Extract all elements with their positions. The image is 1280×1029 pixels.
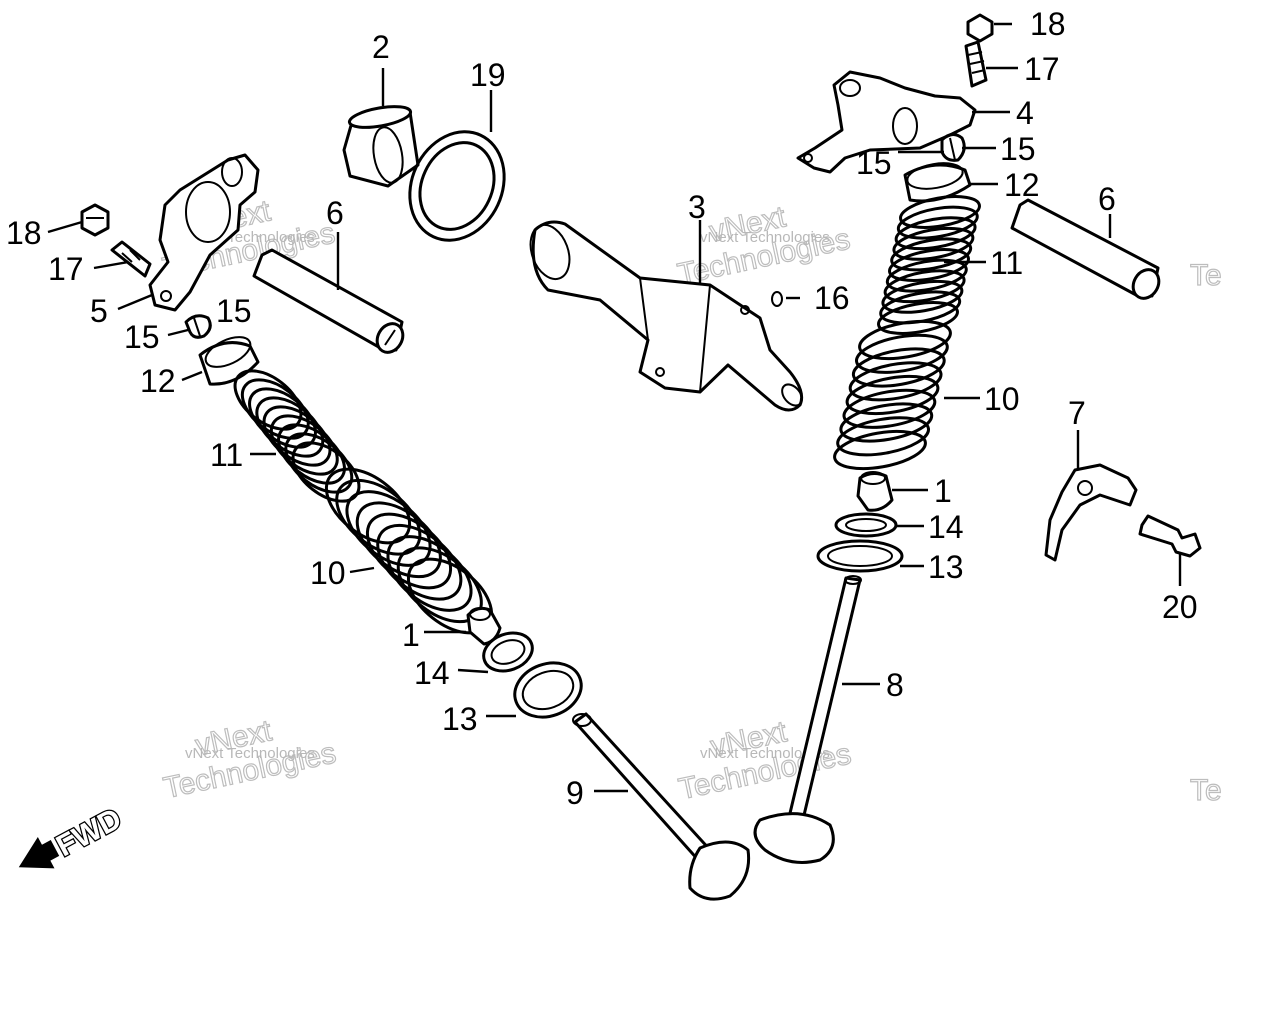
spring-coil <box>899 195 981 229</box>
spring-coil <box>836 416 930 457</box>
spring-coil <box>881 279 964 314</box>
callout-14: 14 <box>928 509 964 545</box>
spring-coil <box>833 429 927 471</box>
callout-7: 7 <box>1068 395 1086 431</box>
part-12-retainer-left <box>198 336 260 386</box>
callout-10: 10 <box>310 555 346 591</box>
spring-coil <box>894 216 977 251</box>
part-12-retainer-right <box>903 162 972 203</box>
watermark-text: vNext Technologies <box>185 745 315 762</box>
part-2-bushing <box>342 105 420 188</box>
part-18-nut-left <box>80 203 110 237</box>
callout-17: 17 <box>48 251 84 287</box>
spring-coil <box>883 269 966 304</box>
part-19-o-ring <box>408 130 506 242</box>
callout-11: 11 <box>210 437 243 473</box>
spring-coil <box>896 205 979 240</box>
fwd-label: FWD <box>51 802 127 863</box>
callout-20: 20 <box>1162 589 1198 625</box>
callout-18: 18 <box>6 215 42 251</box>
watermark-edge: Te <box>1190 774 1222 807</box>
callout-14: 14 <box>414 655 450 691</box>
part-1-stem-seal-left <box>466 606 502 646</box>
part-7-plate <box>1044 463 1138 562</box>
watermark-edge: Te <box>1190 259 1222 292</box>
callout-10: 10 <box>984 381 1020 417</box>
watermark-text: vNext Technologies <box>700 229 830 246</box>
part-14-washer-right <box>834 512 898 538</box>
part-11-inner-spring-right <box>877 195 981 335</box>
spring-coil <box>888 248 970 282</box>
part-13-seat-right <box>816 539 904 573</box>
part-6-rocker-shaft-left <box>252 248 405 354</box>
spring-coil <box>845 374 940 416</box>
callout-1: 1 <box>934 473 952 509</box>
callout-18: 18 <box>1030 6 1066 42</box>
callout-11: 11 <box>990 245 1023 281</box>
callout-15: 15 <box>1000 131 1036 167</box>
callout-3: 3 <box>688 189 706 225</box>
part-14-washer-left <box>482 631 534 673</box>
callout-1: 1 <box>402 617 420 653</box>
callout-6: 6 <box>1098 181 1116 217</box>
callout-8: 8 <box>886 667 904 703</box>
spring-coil <box>877 301 959 335</box>
callout-4: 4 <box>1016 95 1034 131</box>
spring-coil <box>851 347 946 388</box>
part-5-rocker-arm <box>148 153 260 312</box>
spring-coil <box>839 402 934 443</box>
part-4-rocker-arm <box>796 70 977 174</box>
spring-coil <box>892 226 975 261</box>
callout-13: 13 <box>928 549 964 585</box>
callout-13: 13 <box>442 701 478 737</box>
callout-6: 6 <box>326 195 344 231</box>
callout-12: 12 <box>140 363 176 399</box>
part-18-nut-right <box>966 13 994 43</box>
callout-12: 12 <box>1004 167 1040 203</box>
callout-19: 19 <box>470 57 506 93</box>
part-1-stem-seal-right <box>856 471 894 512</box>
part-20-bolt <box>1138 514 1202 558</box>
watermark-text: vNext Technologies <box>700 745 830 762</box>
part-10-outer-spring-right <box>833 319 952 471</box>
callout-5: 5 <box>90 293 108 329</box>
spring-coil <box>885 258 968 293</box>
spring-coil <box>890 237 973 272</box>
part-17-adjust-screw-left <box>110 240 152 278</box>
part-6-rocker-shaft-right <box>1010 198 1161 300</box>
spring-coil <box>858 319 952 361</box>
callout-15: 15 <box>124 319 160 355</box>
spring-coil <box>848 361 943 402</box>
part-13-seat-left <box>513 661 583 719</box>
callout-17: 17 <box>1024 51 1060 87</box>
part-8-valve <box>753 575 862 864</box>
callouts: 2 19 18 17 5 15 15 12 6 11 10 1 14 13 9 … <box>6 6 1198 811</box>
part-11-inner-spring-left <box>233 369 361 503</box>
part-3-camshaft <box>529 220 804 412</box>
part-17-adjust-screw-right <box>964 40 988 88</box>
part-15-keepers-left <box>184 314 212 339</box>
spring-coil <box>855 333 949 374</box>
callout-9: 9 <box>566 775 584 811</box>
callout-15: 15 <box>216 293 252 329</box>
callout-2: 2 <box>372 29 390 65</box>
spring-coil <box>284 432 354 494</box>
callout-16: 16 <box>814 280 850 316</box>
leader-lines <box>47 22 1182 793</box>
fwd-arrow: FWD <box>18 801 128 869</box>
callout-15: 15 <box>856 145 892 181</box>
part-9-valve <box>572 712 751 901</box>
fwd-arrow-icon <box>18 837 60 869</box>
spring-coil <box>842 388 937 429</box>
part-16-pin <box>771 291 783 307</box>
part-15-keepers-right <box>940 133 966 162</box>
